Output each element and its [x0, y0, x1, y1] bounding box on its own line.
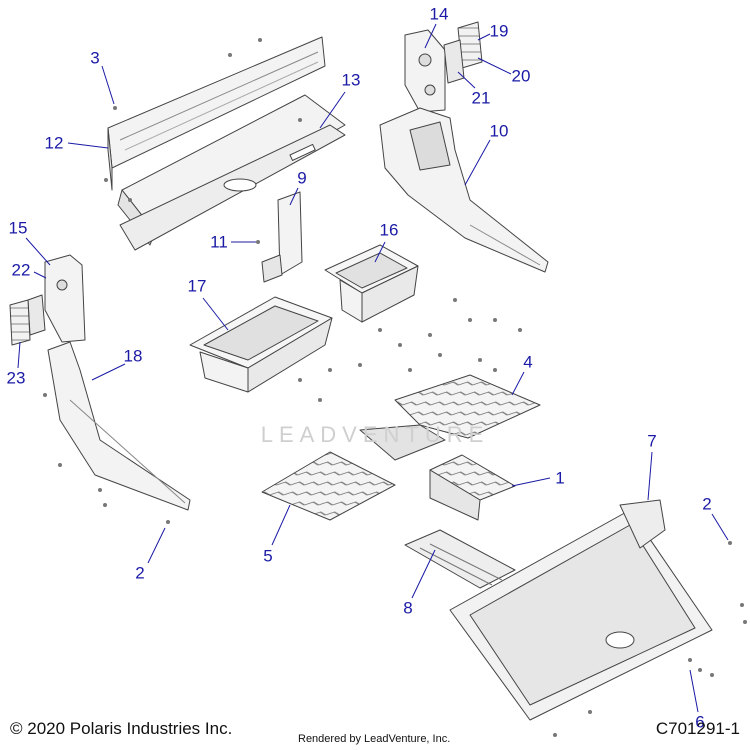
left-side-panel [47, 341, 191, 511]
callout-10: 10 [489, 121, 509, 141]
callout-19: 19 [489, 21, 509, 41]
center-bracket [261, 191, 303, 283]
copyright-text: © 2020 Polaris Industries Inc. [10, 719, 233, 738]
callout-5: 5 [263, 546, 273, 566]
callout-13: 13 [341, 70, 361, 90]
callout-14: 14 [429, 4, 449, 24]
callout-21: 21 [471, 88, 491, 108]
rendered-by-text: Rendered by LeadVenture, Inc. [298, 733, 451, 745]
callout-7: 7 [647, 431, 657, 451]
rear-wall-panel [107, 36, 326, 191]
left-vent-grille [9, 299, 31, 346]
callout-4: 4 [523, 352, 533, 372]
callout-2: 2 [702, 494, 712, 514]
fasteners [43, 38, 747, 737]
callout-22: 22 [11, 260, 31, 280]
storage-bin-small [324, 244, 419, 323]
callout-1: 1 [555, 468, 565, 488]
leader-lines [17, 23, 729, 713]
left-rear-trim [44, 254, 86, 343]
callout-15: 15 [8, 218, 28, 238]
rear-side-trim [404, 29, 446, 113]
dash-tray [117, 94, 346, 251]
left-vent-seal [27, 294, 46, 336]
callout-2: 2 [135, 563, 145, 583]
callout-12: 12 [44, 133, 64, 153]
watermark: LEADVENTURE [260, 422, 490, 447]
right-side-panel [379, 107, 549, 273]
callout-9: 9 [297, 168, 307, 188]
callout-17: 17 [187, 276, 207, 296]
diagram-id: C701291-1 [655, 719, 740, 738]
callout-3: 3 [90, 48, 100, 68]
vent-seal [443, 39, 465, 84]
right-floor-mat [359, 374, 541, 461]
callout-20: 20 [511, 66, 531, 86]
callout-6: 6 [695, 712, 705, 732]
callout-8: 8 [403, 598, 413, 618]
left-floor-mat [261, 451, 396, 521]
storage-bin-large [189, 296, 333, 393]
callout-23: 23 [6, 368, 26, 388]
rear-cargo-tub [449, 499, 713, 721]
center-tunnel-cover [429, 454, 516, 521]
callout-18: 18 [123, 346, 143, 366]
callout-16: 16 [379, 220, 399, 240]
under-tray [404, 529, 516, 589]
callout-11: 11 [210, 232, 228, 252]
